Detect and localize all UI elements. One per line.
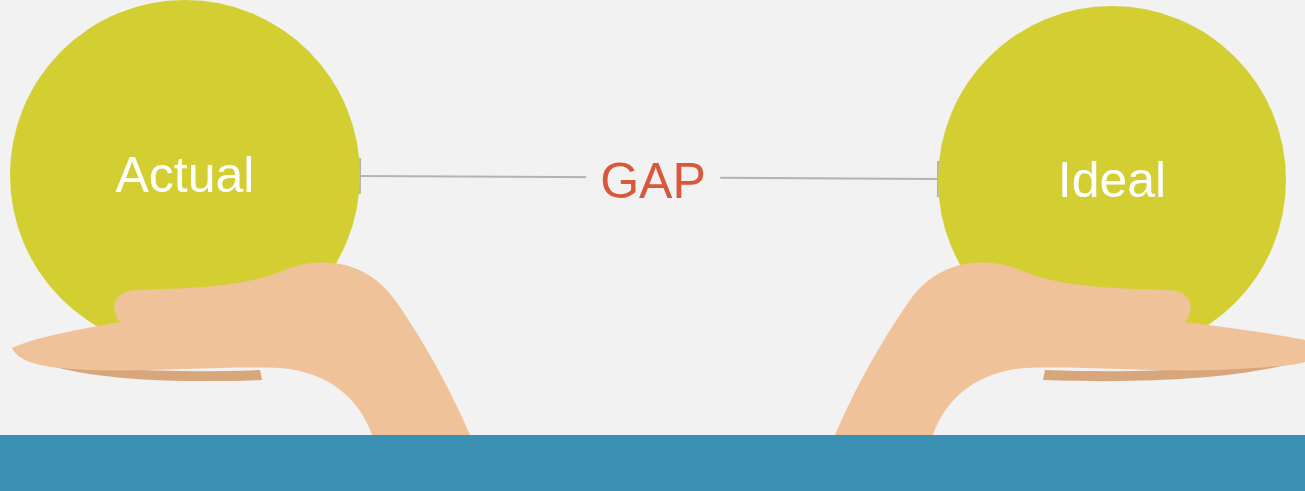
- teal-band: [0, 435, 1305, 491]
- circle-fill: [938, 6, 1286, 354]
- circle-fill: [10, 0, 360, 350]
- circle-label: Actual: [116, 148, 255, 203]
- circle-label: Ideal: [1058, 153, 1166, 208]
- gap-label: GAP: [586, 156, 720, 206]
